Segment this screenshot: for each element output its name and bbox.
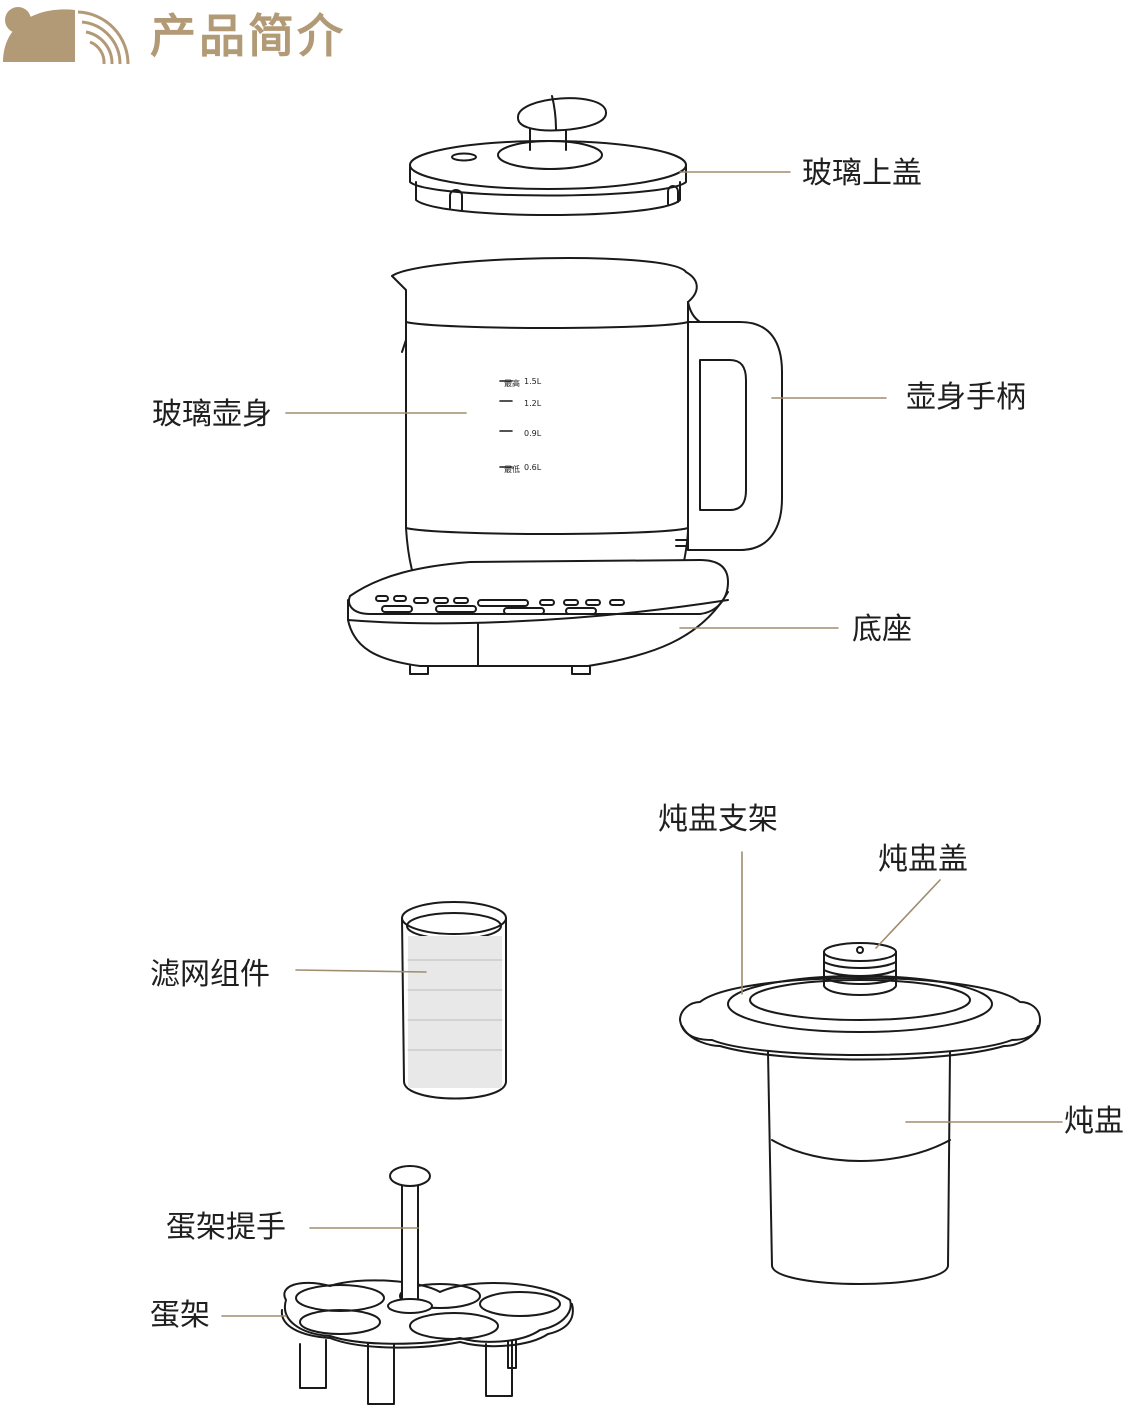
label-glass-lid: 玻璃上盖 xyxy=(802,156,922,191)
label-base: 底座 xyxy=(852,612,912,647)
glass-lid-drawing xyxy=(409,95,687,216)
page-title: 产品简介 xyxy=(150,9,346,63)
leader-lines-top xyxy=(679,171,887,629)
leader-lines-bottom xyxy=(741,851,1063,1123)
glass-body-drawing xyxy=(285,257,783,599)
scale-mark-0-9l: 0.9L xyxy=(524,429,542,438)
base-drawing xyxy=(347,559,729,675)
label-egg-rack: 蛋架 xyxy=(150,1298,210,1333)
label-filter: 滤网组件 xyxy=(150,957,270,992)
label-handle: 壶身手柄 xyxy=(906,380,1026,415)
filter-drawing xyxy=(295,901,507,1100)
scale-mark-1-5l: 1.5L xyxy=(524,377,542,386)
stew-pot-drawing xyxy=(679,942,1041,1285)
scale-tag-max: 最高 xyxy=(504,378,520,388)
bear-rainbow-logo-icon xyxy=(3,7,130,65)
scale-markings: 最高 1.5L 1.2L 0.9L 最低 0.6L xyxy=(504,377,542,474)
scale-mark-0-6l: 0.6L xyxy=(524,463,542,472)
label-egg-handle: 蛋架提手 xyxy=(166,1210,286,1245)
label-stew-pot: 炖盅 xyxy=(1064,1104,1124,1139)
egg-rack-drawing xyxy=(221,1165,574,1405)
label-stew-stand: 炖盅支架 xyxy=(658,802,778,837)
scale-mark-1-2l: 1.2L xyxy=(524,399,542,408)
label-glass-body: 玻璃壶身 xyxy=(152,397,272,432)
label-stew-lid: 炖盅盖 xyxy=(878,842,968,877)
scale-tag-min: 最低 xyxy=(504,464,520,474)
